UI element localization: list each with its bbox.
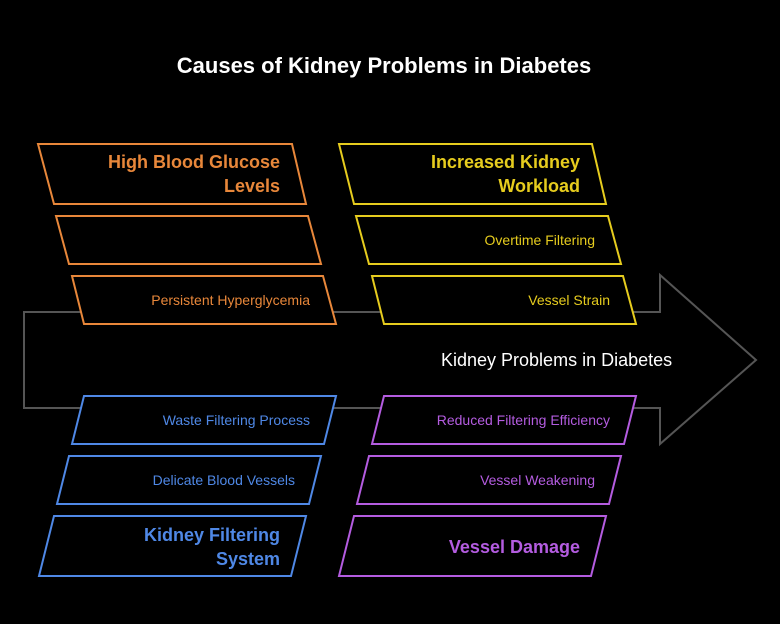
- orange-heading-box: [36, 143, 308, 205]
- orange-heading-line2: Levels: [224, 176, 280, 196]
- yellow-item-box-2: [370, 275, 638, 325]
- yellow-heading-line1: Increased Kidney: [431, 152, 580, 172]
- group-high-blood-glucose: High Blood Glucose Levels Persistent Hyp…: [36, 143, 338, 325]
- blue-item-box-1: [70, 395, 338, 445]
- yellow-item-1: Overtime Filtering: [485, 232, 595, 248]
- purple-item-1: Reduced Filtering Efficiency: [437, 412, 610, 428]
- blue-heading-box: [37, 515, 308, 577]
- diagram-title: Causes of Kidney Problems in Diabetes: [177, 53, 591, 78]
- purple-item-box-2: [355, 455, 623, 505]
- yellow-item-box-1: [354, 215, 623, 265]
- blue-heading-line2: System: [216, 549, 280, 569]
- orange-item-2: Persistent Hyperglycemia: [151, 292, 310, 308]
- group-kidney-filtering-system: Waste Filtering Process Delicate Blood V…: [37, 395, 338, 577]
- orange-item-box-2: [70, 275, 338, 325]
- yellow-item-2: Vessel Strain: [528, 292, 610, 308]
- yellow-heading-box: [337, 143, 608, 205]
- blue-heading-line1: Kidney Filtering: [144, 525, 280, 545]
- orange-item-box-1: [54, 215, 323, 265]
- blue-item-2: Delicate Blood Vessels: [153, 472, 295, 488]
- arrow-label: Kidney Problems in Diabetes: [441, 350, 672, 370]
- purple-heading-box: [337, 515, 608, 577]
- group-vessel-damage: Reduced Filtering Efficiency Vessel Weak…: [337, 395, 638, 577]
- orange-heading-line1: High Blood Glucose: [108, 152, 280, 172]
- blue-item-1: Waste Filtering Process: [163, 412, 310, 428]
- group-increased-kidney-workload: Increased Kidney Workload Overtime Filte…: [337, 143, 638, 325]
- purple-heading: Vessel Damage: [449, 537, 580, 557]
- purple-item-box-1: [370, 395, 638, 445]
- yellow-heading-line2: Workload: [498, 176, 580, 196]
- blue-item-box-2: [55, 455, 323, 505]
- purple-item-2: Vessel Weakening: [480, 472, 595, 488]
